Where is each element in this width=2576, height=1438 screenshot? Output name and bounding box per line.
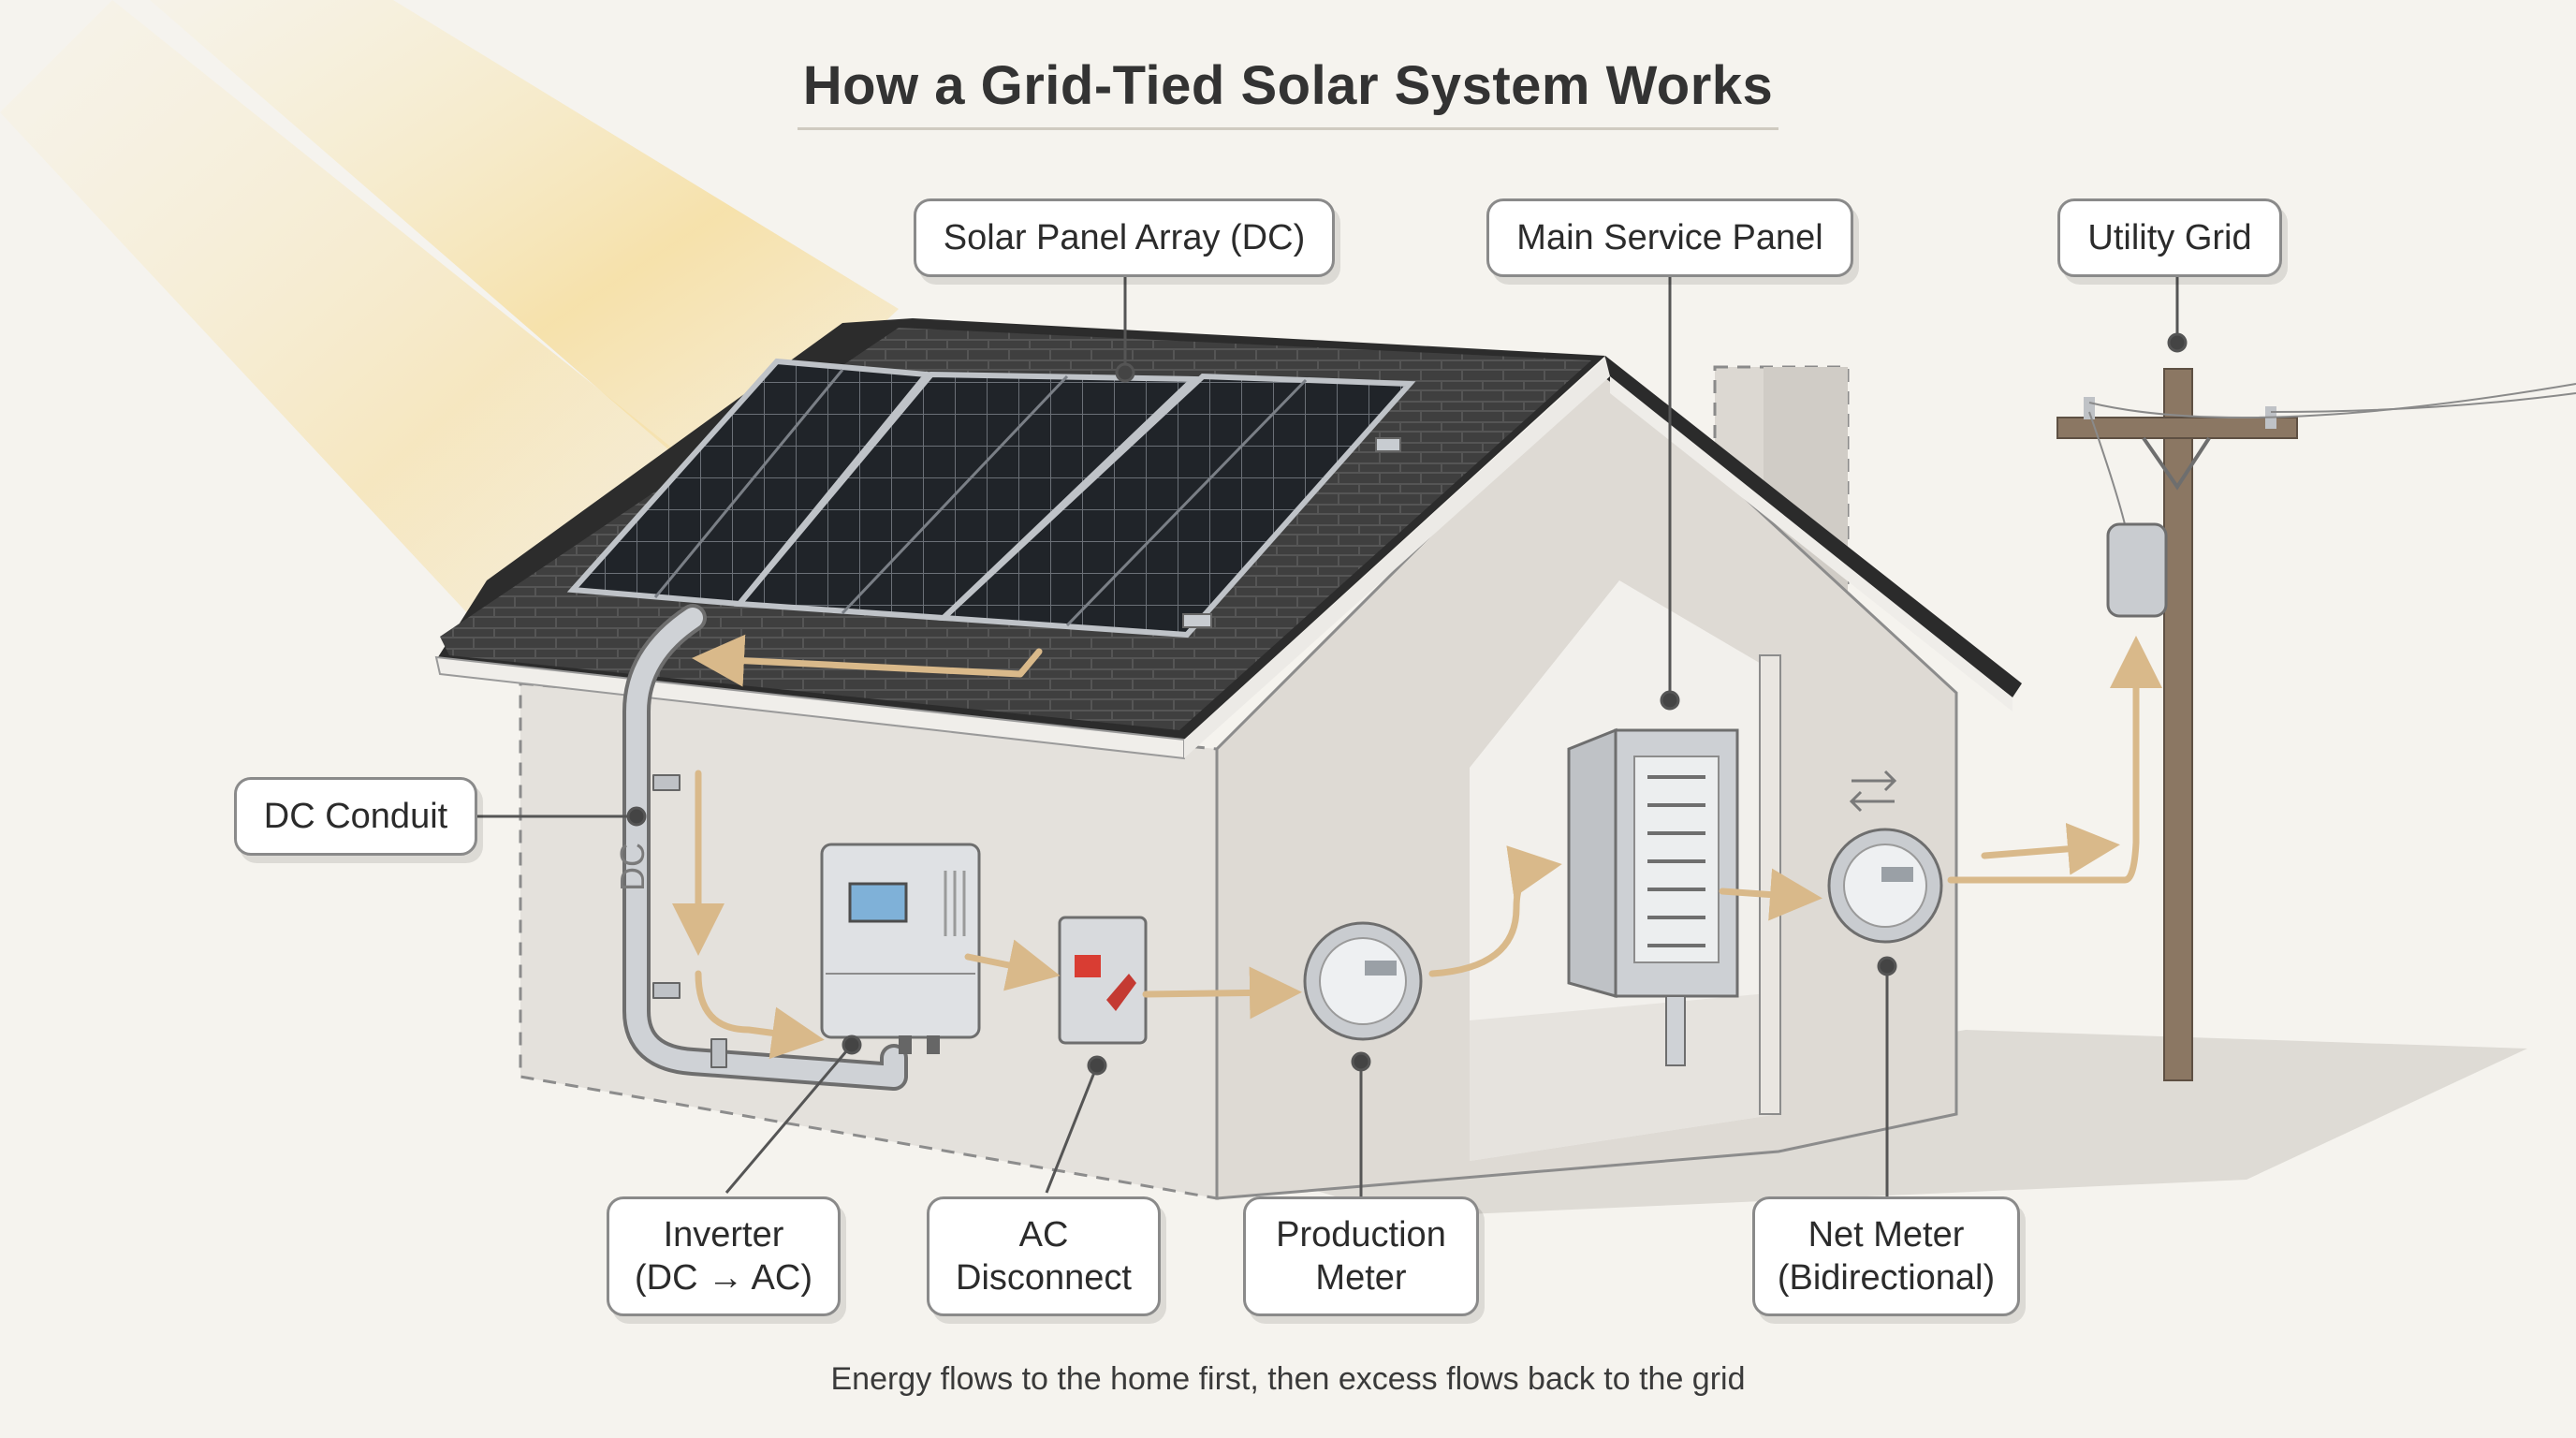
callout-label-line-2: (Bidirectional) <box>1777 1258 1996 1298</box>
inverter <box>820 843 981 1054</box>
callout-label-line-2: (DC → AC) <box>635 1258 812 1298</box>
callout-label-line-1: AC <box>1018 1215 1069 1255</box>
solar-panel <box>733 371 1201 622</box>
callout-label: Main Service Panel <box>1516 218 1823 257</box>
callout-label-line-2: Disconnect <box>956 1258 1132 1298</box>
net-meter <box>1827 828 1943 944</box>
main-service-panel-box <box>1567 727 1739 1066</box>
page-title: How a Grid-Tied Solar System Works <box>802 55 1774 116</box>
callout-solar-panel-array: Solar Panel Array (DC) <box>914 198 1335 277</box>
callout-inverter: Inverter (DC → AC) <box>607 1196 841 1316</box>
callout-label-line-2: Meter <box>1315 1258 1407 1298</box>
callout-label: Solar Panel Array (DC) <box>943 218 1306 257</box>
callout-label-line-1: Production <box>1276 1215 1446 1255</box>
leader-lines <box>477 277 2188 1196</box>
cutaway-post <box>1759 654 1781 1115</box>
utility-pole <box>2056 368 2576 1081</box>
callout-label: Utility Grid <box>2087 218 2252 257</box>
callout-production-meter: Production Meter <box>1243 1196 1479 1316</box>
callout-ac-disconnect: AC Disconnect <box>927 1196 1161 1316</box>
callout-net-meter: Net Meter (Bidirectional) <box>1752 1196 2020 1316</box>
ac-disconnect <box>1058 916 1148 1045</box>
sun-rays <box>0 0 899 674</box>
callout-dc-conduit: DC Conduit <box>234 777 477 856</box>
footer-caption: Energy flows to the home first, then exc… <box>830 1361 1746 1397</box>
callout-utility-grid: Utility Grid <box>2057 198 2282 277</box>
callout-label-line-1: Inverter <box>663 1215 784 1255</box>
dc-conduit <box>622 604 908 1091</box>
energy-flow-arrows <box>672 634 2162 1060</box>
solar-panel <box>936 373 1416 638</box>
title-underline <box>798 127 1778 130</box>
production-meter <box>1303 921 1423 1041</box>
bidirectional-arrows-icon <box>1849 770 1897 813</box>
solar-panel-array <box>566 358 1416 638</box>
dc-wire-label: DC <box>613 843 651 891</box>
cutaway-floor <box>1470 992 1778 1161</box>
callout-main-service-panel: Main Service Panel <box>1486 198 1853 277</box>
callout-label: DC Conduit <box>263 797 448 836</box>
callout-label-line-1: Net Meter <box>1808 1215 1965 1255</box>
